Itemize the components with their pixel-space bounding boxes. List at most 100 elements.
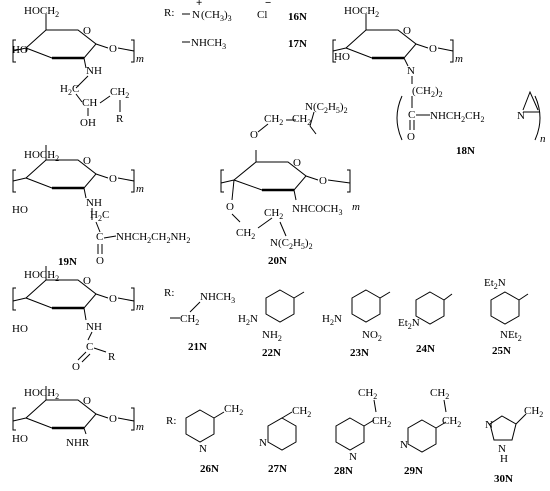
svg-text:m: m — [136, 183, 144, 195]
svg-text:HO: HO — [12, 323, 28, 335]
svg-text:O: O — [429, 43, 437, 55]
svg-text:O: O — [226, 201, 234, 213]
svg-text:n: n — [540, 133, 546, 145]
nhch3-label: NHCH3 — [191, 37, 226, 51]
svg-text:NEt2: NEt2 — [500, 329, 522, 343]
svg-text:O: O — [72, 361, 80, 373]
label-21n: 21N — [188, 341, 207, 353]
svg-text:C: C — [96, 231, 103, 243]
svg-text:O: O — [403, 25, 411, 37]
oh-label: OH — [80, 117, 96, 129]
pyridine-ring-28n — [335, 417, 365, 451]
svg-text:HO: HO — [12, 433, 28, 445]
svg-text:CH2: CH2 — [442, 415, 461, 429]
ethylenediamine-label: NHCH2CH2NH2 — [116, 231, 190, 245]
label-24n: 24N — [416, 343, 435, 355]
imidazole-ring-30n — [489, 415, 517, 441]
svg-text:NHR: NHR — [66, 437, 90, 449]
structure-19n: m O O HOCH2 HO NH H2C C O NHCH2CH2NH2 19… — [12, 145, 190, 268]
svg-text:N: N — [498, 443, 506, 455]
label-30n: 30N — [494, 473, 513, 485]
structure-20n: m O O O CH2 CH2 N(C2H5)2 O CH2 CH2 N(C2H… — [220, 101, 360, 267]
svg-text:CH2: CH2 — [524, 405, 543, 419]
svg-text:N: N — [259, 437, 267, 449]
trimethyl-label: (CH3)3 — [201, 9, 232, 23]
repeat-m: m — [136, 53, 144, 65]
benzene-ring-25n — [490, 291, 520, 325]
svg-text:NHCH3: NHCH3 — [200, 291, 235, 305]
label-29n: 29N — [404, 465, 423, 477]
svg-text:CH2: CH2 — [264, 113, 283, 127]
structure-18n: m O O HOCH2 HO N (CH2)2 C O NHCH2CH2 N n… — [332, 5, 546, 157]
svg-text:HOCH2: HOCH2 — [24, 387, 59, 401]
svg-text:N: N — [349, 451, 357, 463]
h2c-label: H2C — [60, 83, 79, 97]
pyridine-ring-26n — [185, 409, 215, 443]
svg-text:N: N — [199, 443, 207, 455]
svg-text:CH2: CH2 — [264, 207, 283, 221]
plus-charge: + — [196, 0, 202, 9]
r-label: R — [116, 113, 124, 125]
benzene-ring-24n — [415, 291, 445, 325]
svg-text:N: N — [517, 110, 525, 122]
svg-text:C: C — [408, 109, 415, 121]
benzene-ring-22n — [265, 289, 295, 323]
r-colon-label: R: — [164, 7, 174, 19]
svg-text:m: m — [136, 301, 144, 313]
svg-text:CH2: CH2 — [292, 405, 311, 419]
chloride-label: Cl — [257, 9, 267, 21]
label-28n: 28N — [334, 465, 353, 477]
svg-text:NO2: NO2 — [362, 329, 382, 343]
diethylamino-upper: N(C2H5)2 — [305, 101, 348, 115]
pyridine-ring-29n — [407, 419, 437, 453]
label-16n: 16N — [288, 11, 307, 23]
svg-text:O: O — [250, 129, 258, 141]
structure-26n-30n: m O O HOCH2 HO NHR R: N CH2 26N N CH2 27… — [12, 386, 543, 485]
svg-text:m: m — [136, 421, 144, 433]
minus-charge: − — [265, 0, 271, 9]
svg-text:Et2N: Et2N — [484, 277, 506, 291]
svg-text:C: C — [86, 341, 93, 353]
svg-text:HOCH2: HOCH2 — [344, 5, 379, 19]
svg-text:H2N: H2N — [238, 313, 258, 327]
svg-text:O: O — [407, 131, 415, 143]
label-27n: 27N — [268, 463, 287, 475]
glycosidic-oxygen: O — [109, 43, 117, 55]
svg-text:NH: NH — [86, 197, 102, 209]
label-18n: 18N — [456, 145, 475, 157]
svg-text:CH2: CH2 — [236, 227, 255, 241]
poly-paren-left — [396, 95, 403, 141]
svg-text:R:: R: — [164, 287, 174, 299]
poly-paren-right — [534, 95, 541, 141]
svg-text:N: N — [400, 439, 408, 451]
label-25n: 25N — [492, 345, 511, 357]
structure-21n-25n: m O O HOCH2 HO NH C O R R: CH2 NHCH3 21N… — [12, 266, 529, 373]
benzene-ring-23n — [351, 289, 381, 323]
ch-label: CH — [82, 97, 97, 109]
label-22n: 22N — [262, 347, 281, 359]
nh-label: NH — [86, 65, 102, 77]
svg-text:R: R — [108, 351, 116, 363]
svg-text:CH2: CH2 — [292, 113, 311, 127]
svg-text:m: m — [352, 201, 360, 213]
structure-16n-17n: m O O HOCH2 HO NH H2C CH OH CH2 R R: N +… — [12, 0, 307, 129]
pyridine-ring-27n — [267, 417, 297, 451]
svg-text:CH2: CH2 — [430, 387, 449, 401]
svg-text:CH2: CH2 — [180, 313, 199, 327]
svg-text:NH2: NH2 — [262, 329, 282, 343]
svg-text:N: N — [407, 65, 415, 77]
svg-text:O: O — [83, 395, 91, 407]
label-23n: 23N — [350, 347, 369, 359]
amide-chain-label: NHCH2CH2 — [430, 110, 484, 124]
svg-text:CH2: CH2 — [358, 387, 377, 401]
ring-oxygen: O — [83, 25, 91, 37]
svg-text:CH2: CH2 — [372, 415, 391, 429]
aziridine-ring — [522, 90, 539, 111]
svg-text:O: O — [109, 173, 117, 185]
svg-text:CH2: CH2 — [224, 403, 243, 417]
svg-text:N: N — [485, 419, 493, 431]
acetamido-label: NHCOCH3 — [292, 203, 342, 217]
svg-text:O: O — [109, 293, 117, 305]
svg-text:HO: HO — [334, 51, 350, 63]
